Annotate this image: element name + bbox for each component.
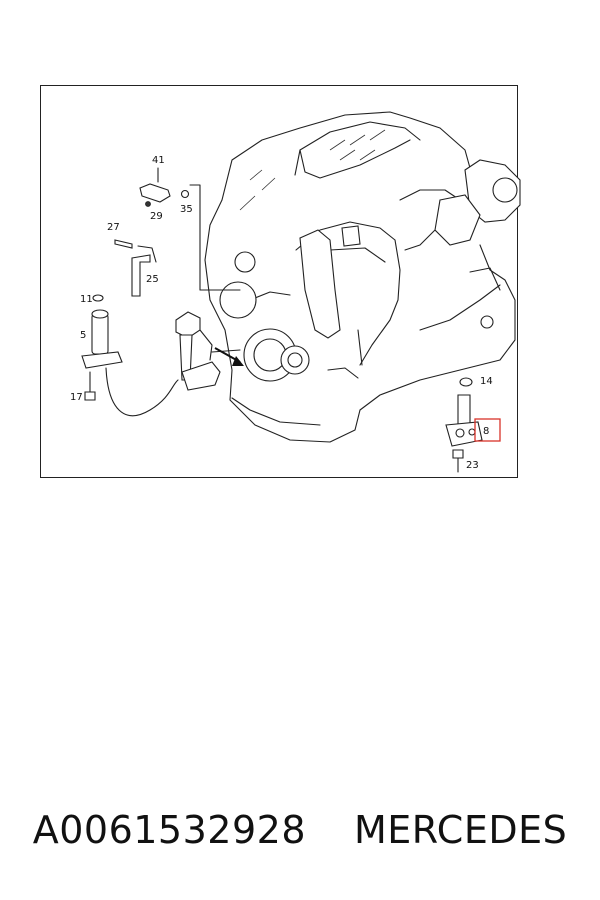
- sensor-41-29: [139, 167, 190, 207]
- highlight-box-8: [474, 418, 501, 442]
- cable-connector: [175, 311, 244, 391]
- brand-name: MERCEDES: [354, 808, 568, 852]
- callout-27: 27: [107, 222, 120, 233]
- callout-25: 25: [146, 274, 159, 285]
- callout-41: 41: [152, 155, 165, 166]
- callout-11: 11: [80, 294, 93, 305]
- callout-17: 17: [70, 392, 83, 403]
- callout-23: 23: [466, 460, 479, 471]
- callout-14: 14: [480, 376, 493, 387]
- callout-5: 5: [80, 330, 86, 341]
- callout-29: 29: [150, 211, 163, 222]
- sensor-5: [81, 294, 179, 417]
- callout-8: 8: [483, 426, 489, 437]
- callout-35: 35: [180, 204, 193, 215]
- clip-27-25: [114, 239, 157, 297]
- part-8-assembly: [445, 377, 483, 473]
- diagram-frame: [40, 85, 518, 478]
- parts-diagram: 41 29 35 27 25 11 5 17 14 8 23: [70, 111, 521, 473]
- part-number: A0061532928: [32, 808, 306, 852]
- part-caption: A0061532928 MERCEDES: [0, 800, 600, 860]
- engine-block: [189, 111, 521, 443]
